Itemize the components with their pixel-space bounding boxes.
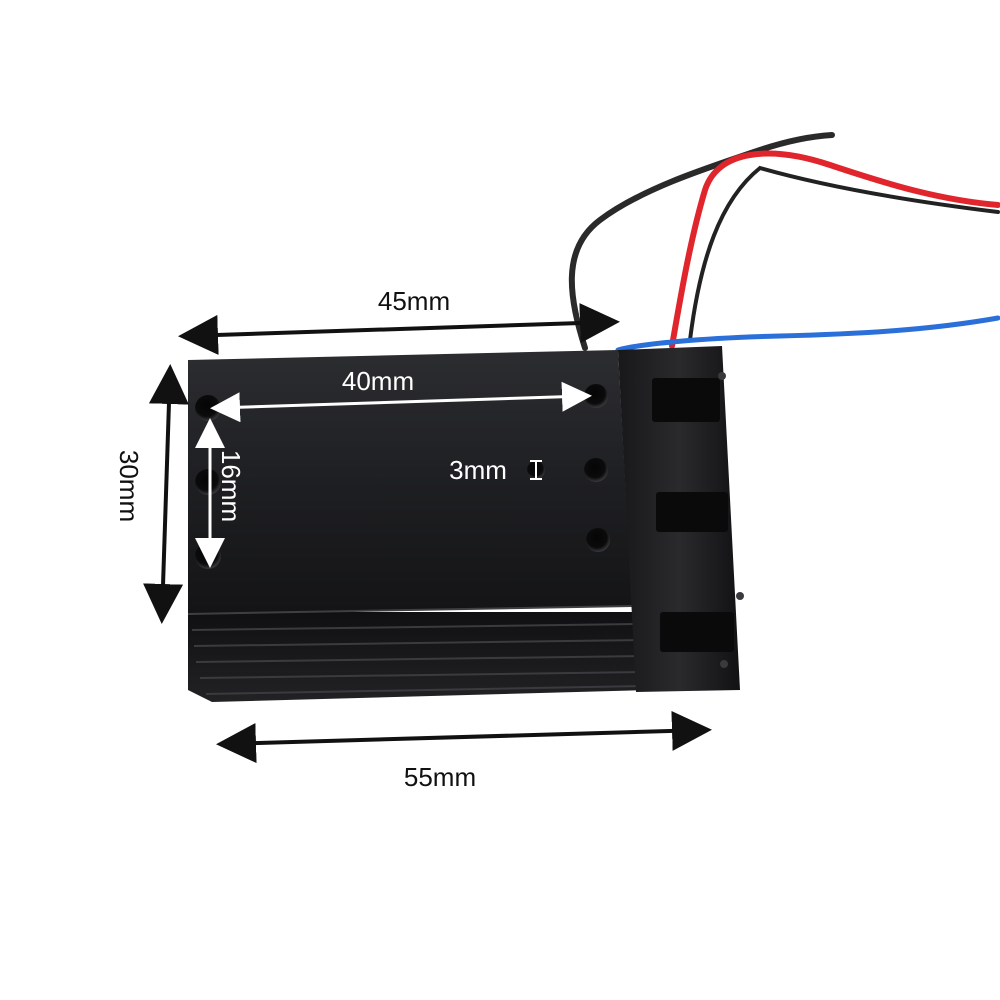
label-55mm: 55mm bbox=[404, 762, 476, 792]
mounting-hole bbox=[195, 543, 221, 569]
mounting-hole bbox=[584, 458, 608, 482]
mounting-hole bbox=[586, 528, 610, 552]
dim-line-55mm bbox=[216, 710, 712, 764]
label-45mm: 45mm bbox=[378, 286, 450, 316]
heatsink-fins bbox=[188, 612, 648, 702]
wire-bundle bbox=[568, 132, 1000, 353]
dim-line-30mm bbox=[143, 364, 189, 624]
label-30mm: 30mm bbox=[114, 450, 144, 522]
hole-size-marker bbox=[530, 460, 542, 480]
end-cap-slots bbox=[652, 378, 734, 652]
label-3mm: 3mm bbox=[449, 455, 507, 485]
dim-line-40mm bbox=[210, 381, 592, 423]
red-wire bbox=[669, 150, 1000, 349]
black-wire-tail bbox=[688, 165, 1000, 342]
label-16mm: 16mm bbox=[216, 450, 246, 522]
mounting-hole bbox=[584, 384, 608, 408]
outer-dimension-lines bbox=[143, 303, 712, 764]
end-cap-screws bbox=[718, 372, 744, 668]
dim-line-45mm bbox=[178, 303, 620, 355]
fin-lines bbox=[191, 623, 647, 695]
blue-wire bbox=[615, 315, 1000, 353]
black-wire bbox=[568, 132, 835, 351]
inner-dimension-lines bbox=[195, 381, 592, 568]
label-40mm: 40mm bbox=[342, 366, 414, 396]
